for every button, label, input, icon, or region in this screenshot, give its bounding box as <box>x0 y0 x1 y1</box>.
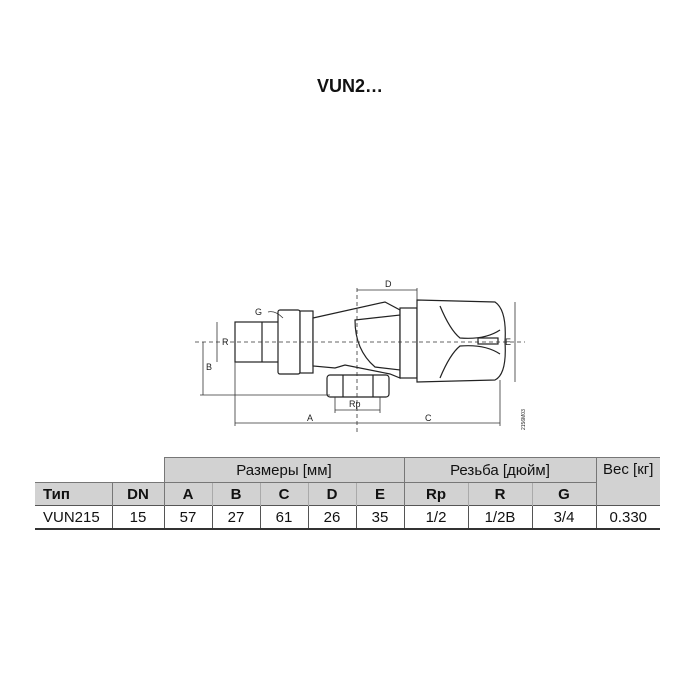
cell-e: 35 <box>355 505 404 530</box>
cell-type: VUN215 <box>35 505 112 530</box>
drawing-code: 2156M03 <box>521 409 527 430</box>
cell-dn: 15 <box>111 505 164 530</box>
label-c: C <box>425 413 432 423</box>
col-b: B <box>211 482 260 506</box>
rp-nut <box>326 374 390 398</box>
cell-c: 61 <box>259 505 308 530</box>
cell-rp: 1/2 <box>403 505 468 530</box>
col-r: R <box>467 482 532 506</box>
label-r: R <box>222 337 229 347</box>
label-a: A <box>307 413 313 423</box>
group-header-dimensions: Размеры [мм] <box>163 457 404 483</box>
cell-d: 26 <box>307 505 356 530</box>
label-d: D <box>385 279 392 289</box>
group-header-thread: Резьба [дюйм] <box>403 457 596 483</box>
label-b: B <box>206 362 212 372</box>
col-e: E <box>355 482 404 506</box>
cell-b: 27 <box>211 505 260 530</box>
col-type: Тип <box>35 482 112 506</box>
col-dn: DN <box>111 482 164 506</box>
col-rp: Rp <box>403 482 468 506</box>
label-e: E <box>505 337 511 347</box>
label-rp: Rp <box>349 399 361 409</box>
col-c: C <box>259 482 308 506</box>
valve-dimension-drawing: G R B D E Rp A C 2156M03 <box>195 279 527 432</box>
cell-g: 3/4 <box>531 505 596 530</box>
col-g: G <box>531 482 596 506</box>
col-a: A <box>163 482 212 506</box>
page-title: VUN2… <box>316 76 383 96</box>
group-header-weight: Вес [кг] <box>595 457 660 506</box>
cell-a: 57 <box>163 505 212 530</box>
label-g: G <box>255 307 262 317</box>
table-row: VUN215 15 57 27 61 26 35 1/2 1/2B 3/4 0.… <box>35 505 660 530</box>
cell-weight: 0.330 <box>595 505 660 530</box>
col-d: D <box>307 482 356 506</box>
cell-r: 1/2B <box>467 505 532 530</box>
dimensions-table: Размеры [мм] Резьба [дюйм] Вес [кг] Тип … <box>35 457 660 530</box>
